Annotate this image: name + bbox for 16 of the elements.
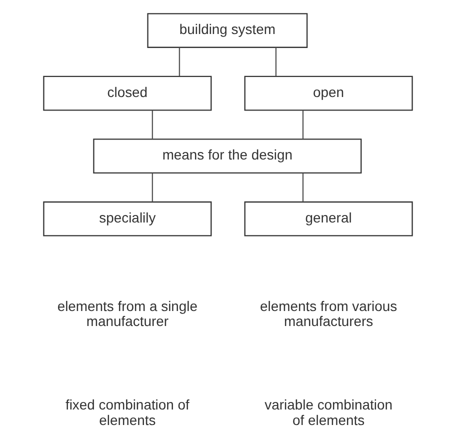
connector <box>302 172 304 202</box>
connector <box>178 47 180 76</box>
node-box: closed <box>43 75 212 110</box>
node-box: open <box>244 75 413 110</box>
label: variable combination of elements <box>264 396 392 428</box>
connector <box>152 110 154 138</box>
node-box: means for the design <box>93 138 362 173</box>
label: fixed combination of elements <box>65 396 190 428</box>
node-box: general <box>244 200 413 236</box>
connector <box>152 172 154 202</box>
node-box: specialily <box>43 200 212 236</box>
label: elements from a single manufacturer <box>57 297 198 328</box>
node-box: building system <box>147 12 308 48</box>
connector <box>302 110 304 138</box>
connector <box>275 47 277 76</box>
label: elements from various manufacturers <box>260 297 398 328</box>
